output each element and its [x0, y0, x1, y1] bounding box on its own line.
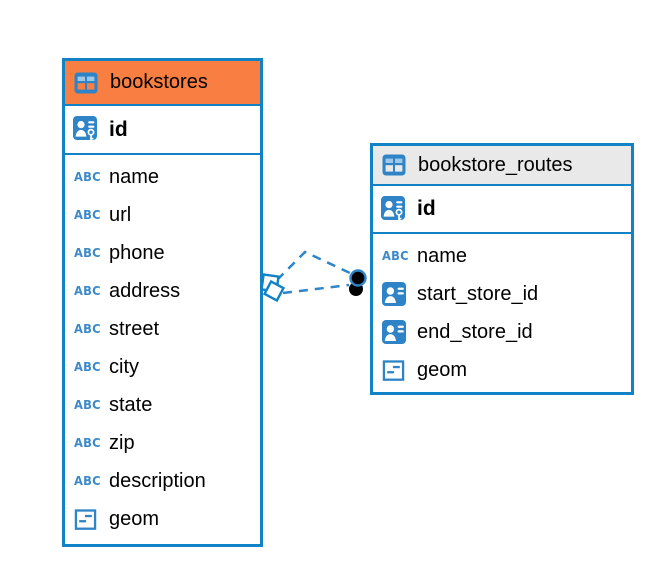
column-label: geom [109, 507, 160, 530]
text-type-icon: ABC [74, 435, 101, 451]
primary-key-icon [381, 196, 408, 223]
text-type-icon: ABC [74, 207, 101, 223]
column-row-geom[interactable]: geom [65, 500, 260, 538]
text-type-icon: ABC [74, 397, 101, 413]
column-label: city [109, 355, 139, 378]
table-title: bookstore_routes [418, 153, 573, 176]
column-row-id[interactable]: id [373, 186, 631, 234]
column-label: phone [109, 241, 165, 264]
column-label: id [417, 197, 436, 220]
column-label: address [109, 279, 181, 302]
text-type-icon: ABC [74, 473, 101, 489]
column-label: state [109, 393, 153, 416]
column-label: id [109, 117, 128, 141]
table-bookstore-routes[interactable]: bookstore_routes id ABC name start_store… [370, 143, 634, 395]
reference-icon [382, 282, 409, 306]
column-label: start_store_id [417, 282, 539, 305]
table-bookstores-header[interactable]: bookstores [65, 61, 260, 106]
text-type-icon: ABC [382, 248, 409, 264]
relation-source-marker-diamonds[interactable] [260, 273, 286, 303]
relation-line[interactable] [276, 250, 351, 281]
column-label: end_store_id [417, 320, 533, 343]
column-row-id[interactable]: id [65, 106, 260, 155]
column-row-description[interactable]: ABC description [65, 462, 260, 500]
table-bookstore-routes-header[interactable]: bookstore_routes [373, 146, 631, 186]
text-type-icon: ABC [74, 321, 101, 337]
column-label: name [417, 244, 468, 267]
column-row-geom[interactable]: geom [373, 351, 631, 389]
text-type-icon: ABC [74, 359, 101, 375]
column-row-url[interactable]: ABC url [65, 196, 260, 234]
table-icon [74, 72, 101, 94]
column-list: ABC name ABC url ABC phone ABC address A… [65, 155, 260, 538]
column-label: description [109, 469, 206, 492]
geometry-type-icon [382, 359, 409, 382]
reference-icon [382, 320, 409, 344]
column-row-street[interactable]: ABC street [65, 310, 260, 348]
text-type-icon: ABC [74, 169, 101, 185]
relation-line[interactable] [282, 283, 350, 295]
table-bookstores[interactable]: bookstores id ABC name ABC url ABC phone… [62, 58, 263, 547]
column-label: url [109, 203, 132, 226]
column-row-zip[interactable]: ABC zip [65, 424, 260, 462]
table-title: bookstores [110, 71, 208, 93]
column-label: zip [109, 431, 135, 454]
column-row-name[interactable]: ABC name [65, 158, 260, 196]
text-type-icon: ABC [74, 245, 101, 261]
relation-target-marker-dots[interactable] [349, 269, 367, 297]
column-label: geom [417, 358, 468, 381]
column-row-city[interactable]: ABC city [65, 348, 260, 386]
column-label: name [109, 165, 160, 188]
geometry-type-icon [74, 508, 101, 531]
column-list: ABC name start_store_id end_store_id ge [373, 234, 631, 389]
primary-key-icon [73, 116, 100, 143]
column-row-start-store-id[interactable]: start_store_id [373, 275, 631, 313]
column-row-name[interactable]: ABC name [373, 237, 631, 275]
table-icon [382, 154, 409, 176]
column-row-end-store-id[interactable]: end_store_id [373, 313, 631, 351]
column-row-state[interactable]: ABC state [65, 386, 260, 424]
column-row-address[interactable]: ABC address [65, 272, 260, 310]
column-row-phone[interactable]: ABC phone [65, 234, 260, 272]
column-label: street [109, 317, 160, 340]
text-type-icon: ABC [74, 283, 101, 299]
